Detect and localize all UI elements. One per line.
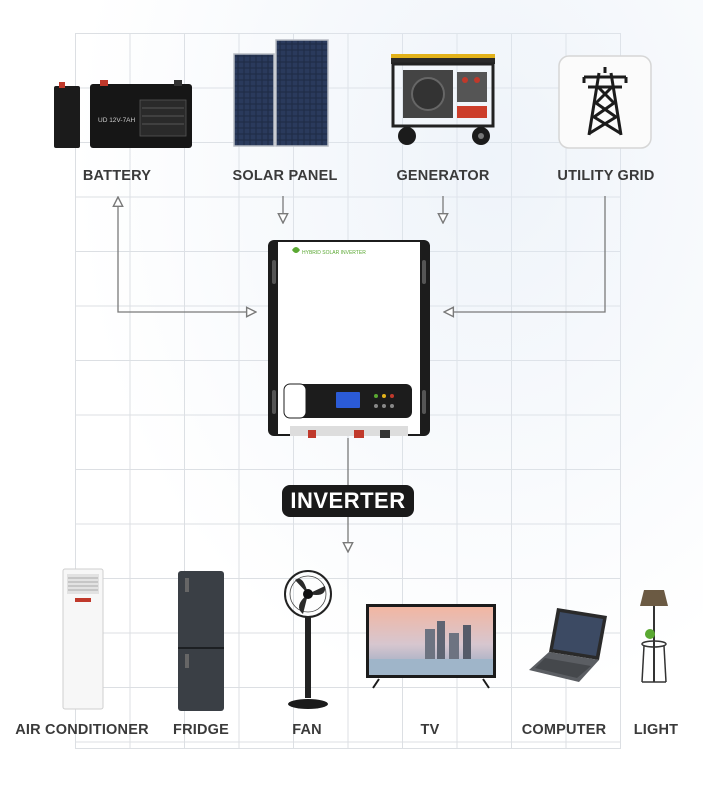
inverter-icon: HYBRID SOLAR INVERTER [268,240,430,438]
grid-connection-line [444,196,606,312]
power-tower-icon [558,55,652,149]
battery-model-text: UD 12V-7AH [98,117,136,124]
fan-label: FAN [292,722,322,738]
air-conditioner-icon [62,568,104,710]
laptop-icon [527,606,611,684]
computer-label: COMPUTER [521,722,607,738]
fridge-label: FRIDGE [173,722,229,738]
battery-label: BATTERY [82,168,152,184]
fridge-icon [177,570,225,712]
utility-grid-label: UTILITY GRID [557,168,655,184]
solar-panel-label: SOLAR PANEL [232,168,338,184]
floor-lamp-icon [638,586,672,686]
generator-label: GENERATOR [396,168,490,184]
tv-label: TV [420,722,440,738]
fan-icon [283,570,333,712]
inverter-brand-text: HYBRID SOLAR INVERTER [302,250,366,256]
tv-icon [365,603,497,689]
solar-panel-icon [232,38,332,150]
air-conditioner-label: AIR CONDITIONER [15,722,149,738]
light-label: LIGHT [633,722,679,738]
generator-icon [383,48,501,148]
inverter-label: INVERTER [282,485,414,517]
battery-connection-line [118,197,256,312]
battery-icon: UD 12V-7AH [52,80,197,152]
